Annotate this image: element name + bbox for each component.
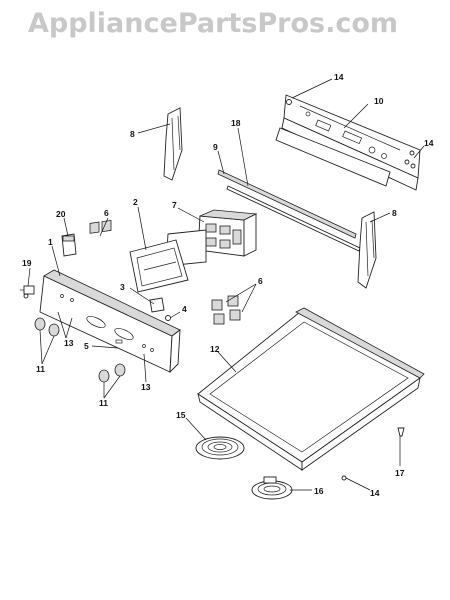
trim-strip-part: [217, 169, 361, 252]
switch-pair-upper-part: [89, 219, 112, 234]
callout-8-right: 8: [392, 208, 397, 218]
callout-6-upper: 6: [104, 208, 109, 218]
callout-8-left: 8: [130, 129, 135, 139]
element-part-15: [195, 436, 245, 460]
callout-13-left: 13: [64, 338, 74, 348]
callout-1: 1: [48, 237, 53, 247]
callout-6-lower: 6: [258, 276, 263, 286]
callout-2: 2: [133, 197, 138, 207]
watermark: AppliancePartsPros.com: [0, 0, 450, 52]
callout-14-top: 14: [334, 72, 344, 82]
element-part-16: [251, 476, 293, 500]
screw-part-14-bottom: [341, 475, 347, 481]
callout-19: 19: [22, 258, 32, 268]
watermark-text: AppliancePartsPros.com: [28, 8, 399, 39]
callout-labels: 14 10 8 18 9 14 2 7 6 20 1 8 19 3 6 4 13…: [22, 72, 434, 498]
callout-17: 17: [395, 468, 405, 478]
screw-part-17: [397, 427, 405, 437]
callout-9: 9: [213, 142, 218, 152]
callout-7: 7: [172, 200, 177, 210]
leader-lines: [27, 78, 425, 491]
callout-20: 20: [56, 209, 66, 219]
rear-housing-part: [275, 94, 421, 191]
knob-parts-left: [34, 317, 60, 337]
knob-parts-right: [98, 363, 126, 383]
callout-11-left: 11: [36, 364, 45, 374]
switch-pair-lower-part: [211, 295, 241, 325]
callout-15: 15: [176, 410, 186, 420]
callout-3: 3: [120, 282, 125, 292]
callout-5: 5: [84, 341, 89, 351]
callout-18: 18: [231, 118, 241, 128]
bracket-part-3: [149, 297, 165, 313]
display-window-part: [129, 239, 189, 293]
screw-parts-14: [286, 99, 416, 169]
switch-part-20: [61, 233, 77, 257]
callout-10: 10: [374, 96, 384, 106]
end-cap-right-part: [357, 211, 377, 289]
end-cap-left-part: [163, 107, 183, 181]
callout-4: 4: [182, 304, 187, 314]
switch-part-19: [20, 285, 35, 299]
cooktop-part: [197, 307, 425, 471]
callout-13-right: 13: [141, 382, 151, 392]
screw-part-4: [165, 315, 171, 321]
callout-12: 12: [210, 344, 220, 354]
callout-16: 16: [314, 486, 324, 496]
callout-11-right: 11: [99, 398, 108, 408]
control-board-part: [197, 209, 258, 257]
callout-14-right: 14: [424, 138, 434, 148]
callout-14-bottom: 14: [370, 488, 380, 498]
control-panel-part: [39, 269, 181, 374]
